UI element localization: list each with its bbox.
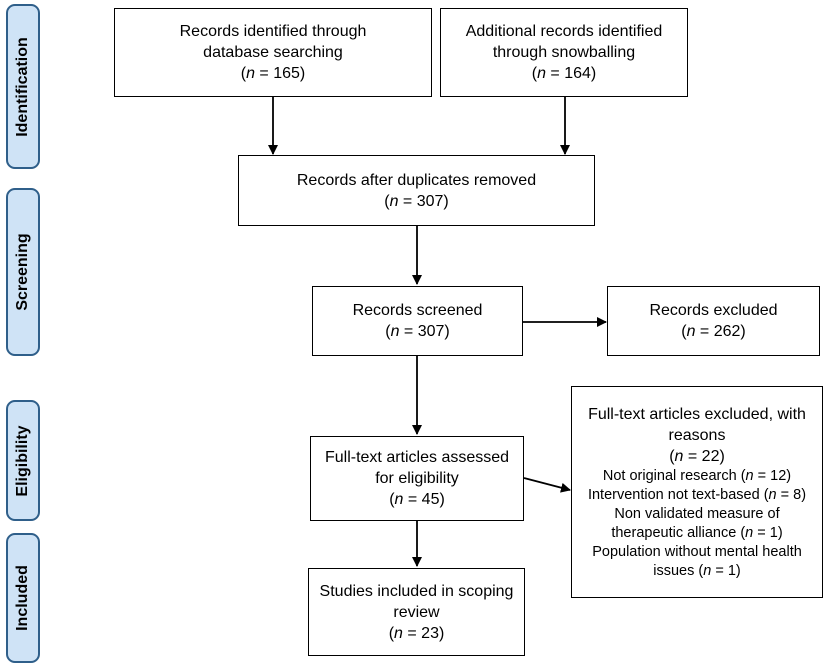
box-database-searching: Records identified through database sear… bbox=[114, 8, 432, 97]
arrow-fulltext-to-excluded bbox=[523, 477, 571, 493]
snow-count: (n = 164) bbox=[531, 65, 597, 82]
n-symbol: n bbox=[686, 323, 696, 340]
reason-not-original: Not original research (n = 12) bbox=[602, 467, 792, 484]
ftex-line2: reasons bbox=[668, 426, 726, 444]
stage-identification: Identification bbox=[6, 4, 40, 169]
stage-included-label: Included bbox=[14, 565, 31, 631]
n-symbol: n bbox=[537, 65, 546, 82]
box-fulltext-excluded: Full-text articles excluded, with reason… bbox=[571, 386, 823, 598]
n-symbol: n bbox=[394, 491, 404, 508]
stage-eligibility: Eligibility bbox=[6, 400, 40, 521]
box-fulltext-assessed: Full-text articles assessed for eligibil… bbox=[310, 436, 524, 521]
screened-count: (n = 307) bbox=[385, 323, 450, 340]
ftex-count: (n = 22) bbox=[669, 447, 725, 465]
snow-line1: Additional records identified bbox=[465, 23, 663, 40]
n-symbol: n bbox=[390, 323, 400, 340]
ftex-line1: Full-text articles excluded, with bbox=[588, 405, 806, 423]
fulltext-line1: Full-text articles assessed bbox=[324, 449, 510, 466]
reason-population-line1: Population without mental health bbox=[592, 543, 802, 560]
included-line1: Studies included in scoping bbox=[319, 582, 514, 600]
dup-count: (n = 307) bbox=[384, 192, 449, 210]
n-symbol: n bbox=[246, 65, 255, 82]
excluded-line1: Records excluded bbox=[649, 302, 778, 319]
stage-screening-label: Screening bbox=[14, 233, 31, 311]
stage-eligibility-label: Eligibility bbox=[14, 424, 31, 497]
box-snowballing: Additional records identified through sn… bbox=[440, 8, 688, 97]
box-records-excluded: Records excluded (n = 262) bbox=[607, 286, 820, 356]
box-studies-included: Studies included in scoping review (n = … bbox=[308, 568, 525, 656]
box-records-screened: Records screened (n = 307) bbox=[312, 286, 523, 356]
db-count: (n = 165) bbox=[240, 65, 306, 82]
reason-not-text-based: Intervention not text-based (n = 8) bbox=[587, 486, 807, 503]
n-symbol: n bbox=[674, 447, 684, 465]
stage-identification-label: Identification bbox=[14, 36, 31, 137]
reason-non-validated: therapeutic alliance (n = 1) bbox=[611, 524, 783, 541]
snow-line2: through snowballing bbox=[492, 44, 636, 61]
included-count: (n = 23) bbox=[388, 624, 445, 642]
reason-population: issues (n = 1) bbox=[653, 562, 741, 579]
n-symbol: n bbox=[389, 192, 399, 210]
included-line2: review bbox=[393, 603, 440, 621]
stage-screening: Screening bbox=[6, 188, 40, 356]
reason-non-validated-line1: Non validated measure of bbox=[614, 505, 780, 522]
dup-line1: Records after duplicates removed bbox=[296, 171, 537, 189]
box-duplicates-removed: Records after duplicates removed (n = 30… bbox=[238, 155, 595, 226]
fulltext-count: (n = 45) bbox=[389, 491, 445, 508]
n-symbol: n bbox=[394, 624, 403, 642]
screened-line1: Records screened bbox=[352, 302, 483, 319]
stage-included: Included bbox=[6, 533, 40, 663]
db-line1: Records identified through bbox=[179, 23, 367, 40]
fulltext-line2: for eligibility bbox=[375, 470, 459, 487]
excluded-count: (n = 262) bbox=[681, 323, 746, 340]
db-line2: database searching bbox=[203, 44, 343, 61]
